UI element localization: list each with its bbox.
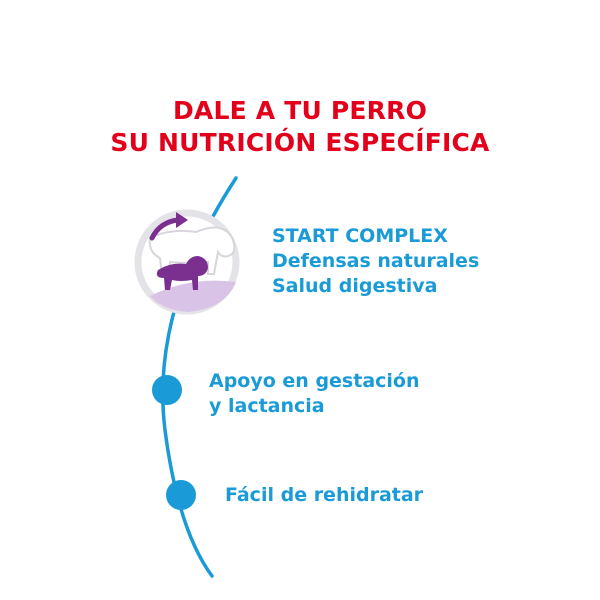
headline-line-2: SU NUTRICIÓN ESPECÍFICA [110,128,490,157]
headline: DALE A TU PERRO SU NUTRICIÓN ESPECÍFICA [0,95,600,159]
feature-line: Salud digestiva [272,275,438,297]
dog-and-puppy-growth-icon [134,209,240,315]
feature-line: Apoyo en gestación [209,370,420,392]
timeline-dot [152,375,182,405]
feature-start-complex: START COMPLEX Defensas naturales Salud d… [272,224,479,299]
timeline-dot [166,480,196,510]
feature-rehidratar: Fácil de rehidratar [225,483,423,508]
headline-line-1: DALE A TU PERRO [172,96,428,125]
feature-line: y lactancia [209,395,325,417]
feature-gestacion: Apoyo en gestación y lactancia [209,369,420,419]
feature-line: Defensas naturales [272,250,480,272]
feature-line: Fácil de rehidratar [225,484,424,506]
feature-line: START COMPLEX [272,225,448,247]
